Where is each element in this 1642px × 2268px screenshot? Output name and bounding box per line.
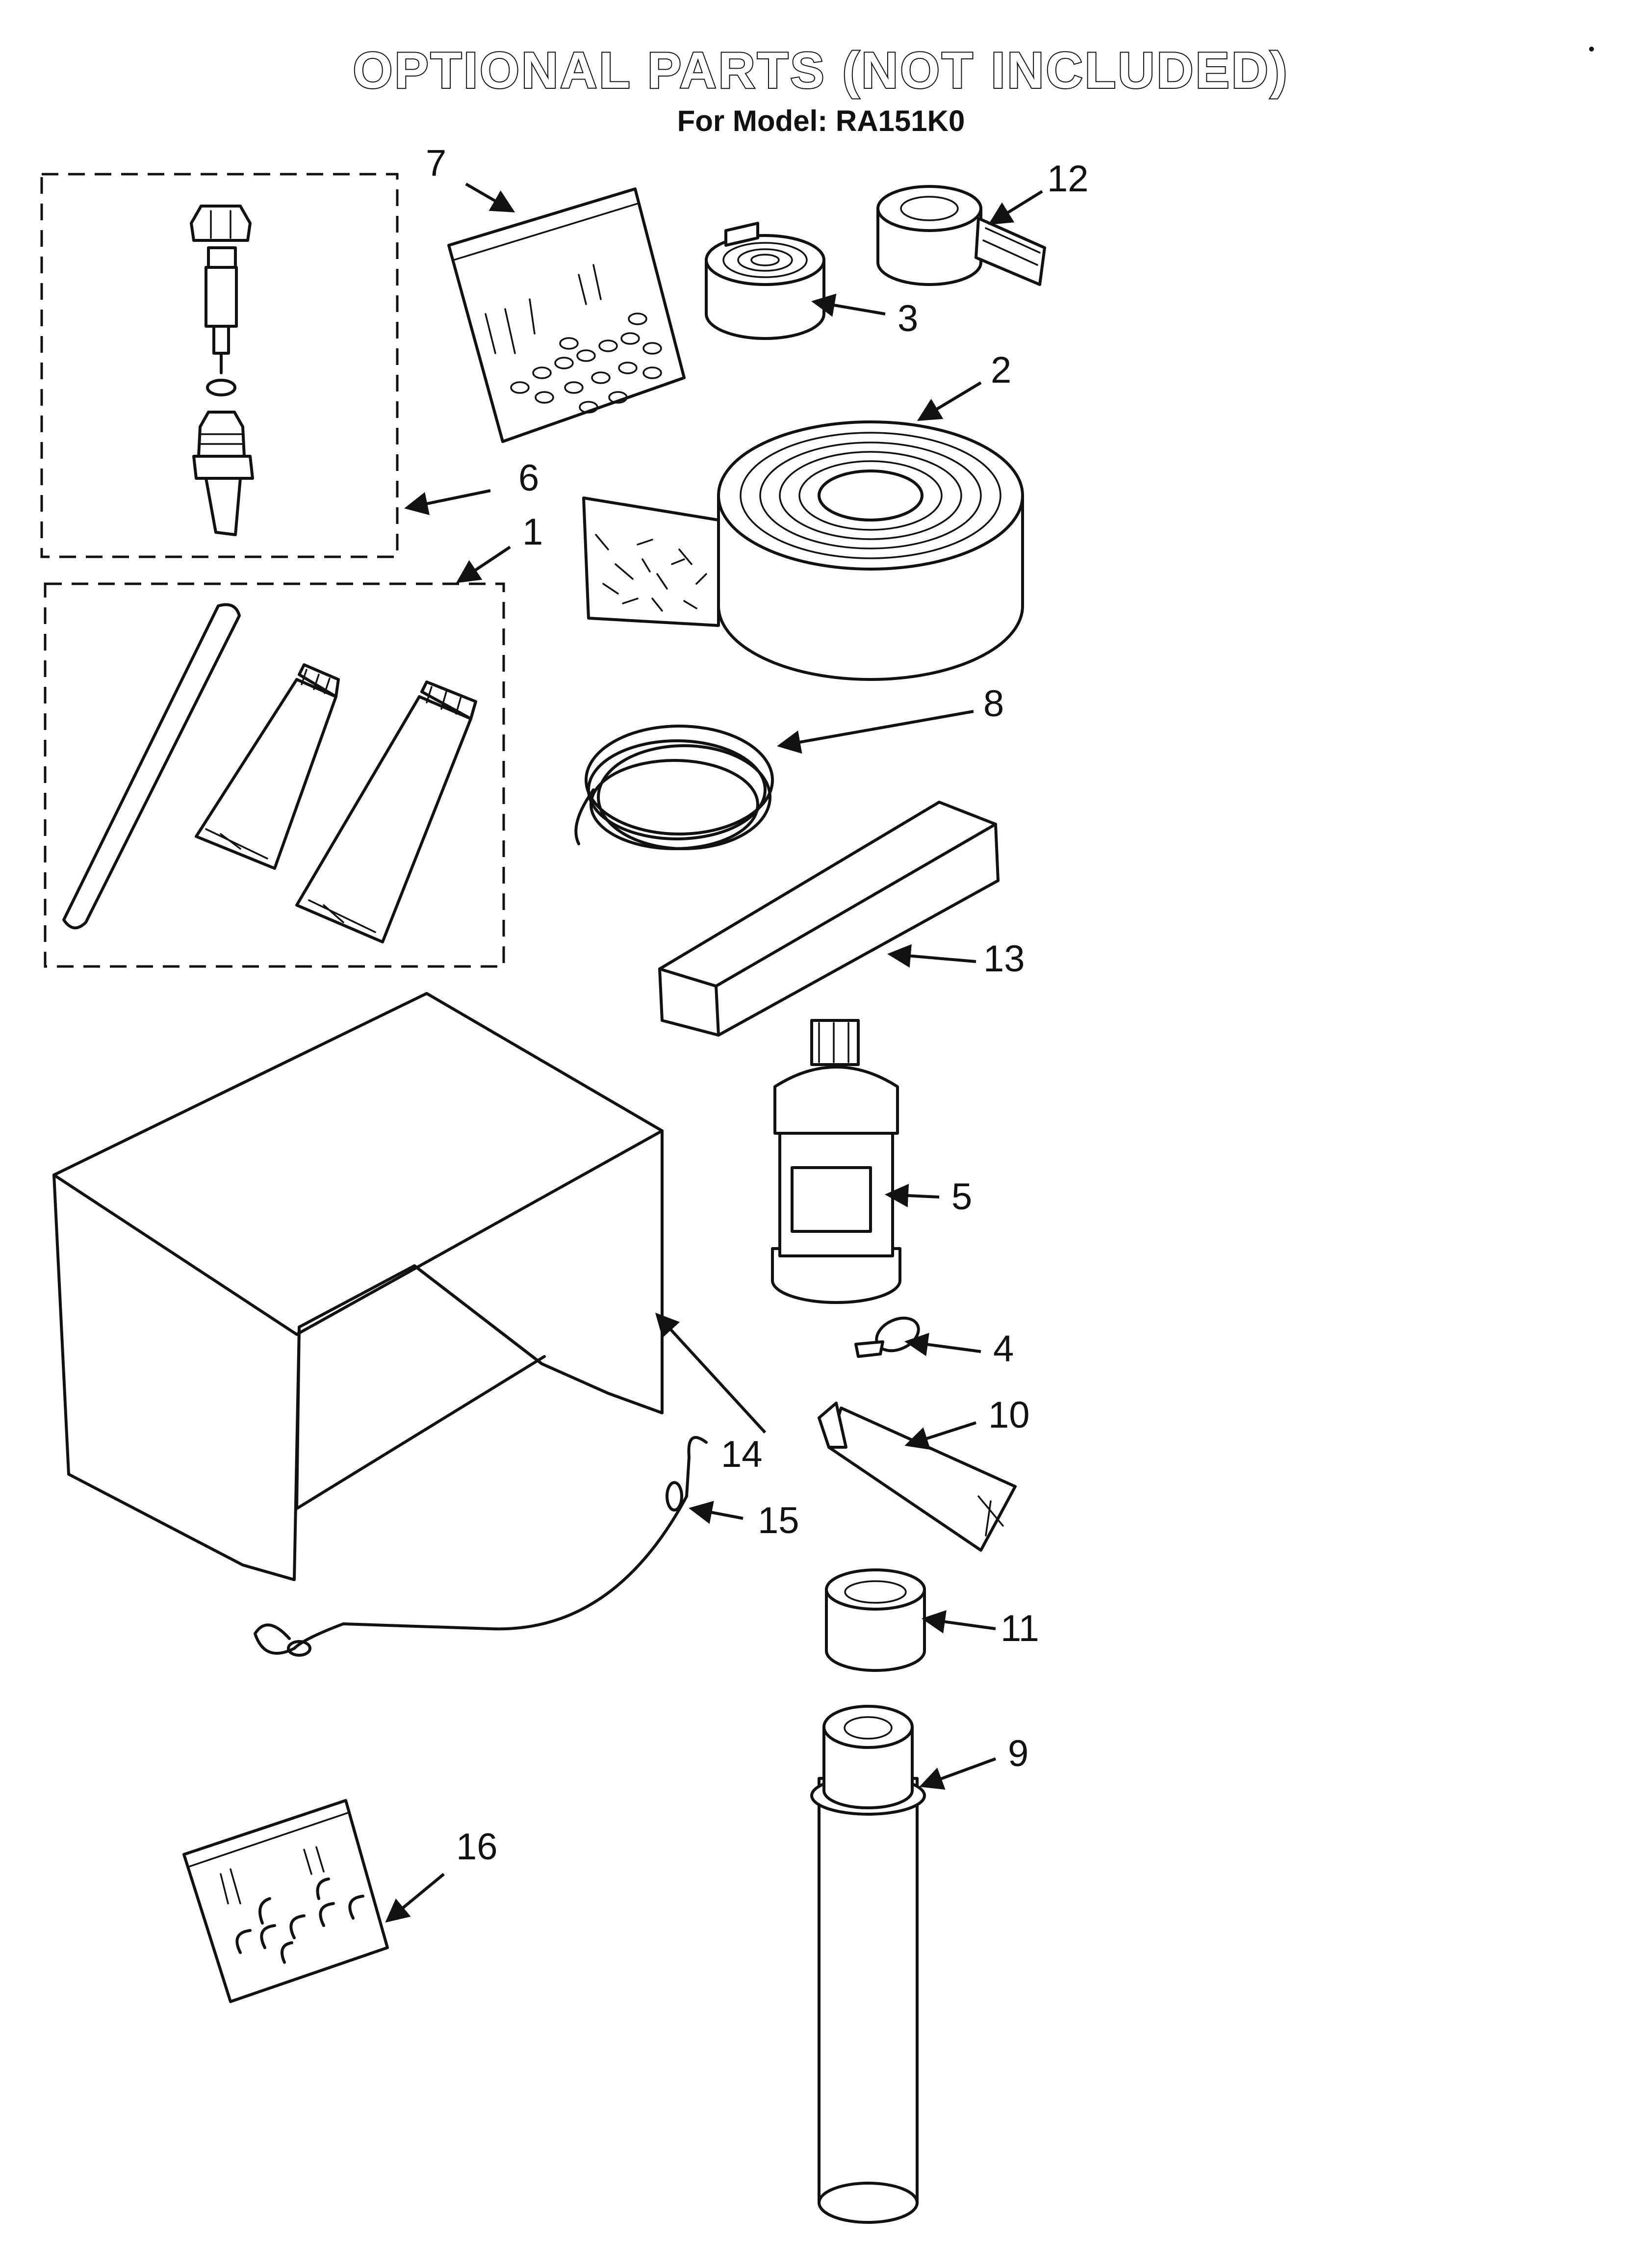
- callout-12: 12: [1047, 158, 1089, 200]
- tube-part: [818, 1402, 1017, 1552]
- sealant-kit-dashed-frame: [44, 582, 505, 968]
- cord-hook-part: [254, 1436, 708, 1657]
- model-subtitle: For Model: RA151K0: [677, 104, 965, 137]
- callout-3: 3: [898, 298, 918, 339]
- callout-10: 10: [988, 1394, 1030, 1436]
- callout-6: 6: [518, 457, 539, 499]
- callout-2: 2: [991, 349, 1011, 391]
- page-title: OPTIONAL PARTS (NOT INCLUDED): [352, 41, 1289, 100]
- callout-15: 15: [758, 1500, 799, 1541]
- valve-kit-part: [40, 173, 399, 558]
- callout-9: 9: [1008, 1733, 1028, 1774]
- clip-bag-part: [182, 1799, 389, 2003]
- callout-7: 7: [426, 142, 446, 184]
- foam-tape-small-part: [705, 222, 825, 340]
- callout-1: 1: [522, 511, 543, 553]
- spray-can-part: [810, 1705, 926, 2224]
- tape-roll-part: [876, 185, 1046, 286]
- wire-coil-part: [574, 725, 774, 850]
- callout-11: 11: [1001, 1608, 1039, 1649]
- callout-8: 8: [983, 683, 1004, 725]
- valve-kit-dashed-frame: [40, 173, 399, 558]
- leader-lines: [385, 182, 1043, 1923]
- screw-bag-part: [447, 187, 686, 443]
- callout-14: 14: [721, 1434, 763, 1475]
- small-cylinder-part: [825, 1568, 926, 1672]
- large-coil-part: [582, 420, 1024, 681]
- foam-bar-part: [658, 801, 1000, 1037]
- cover-part: [52, 992, 664, 1581]
- callout-16: 16: [456, 1826, 498, 1868]
- callout-13: 13: [983, 938, 1025, 980]
- sealant-kit-part: [44, 582, 505, 968]
- callout-4: 4: [993, 1328, 1014, 1370]
- bulb-part: [854, 1316, 920, 1358]
- bottle-part: [771, 1019, 901, 1304]
- corner-dot: [1589, 47, 1594, 52]
- callout-labels: 7 6 1 12 3 2 8 13 5 4 10 14 15 11 9 16: [426, 142, 1089, 1868]
- callout-5: 5: [951, 1176, 972, 1218]
